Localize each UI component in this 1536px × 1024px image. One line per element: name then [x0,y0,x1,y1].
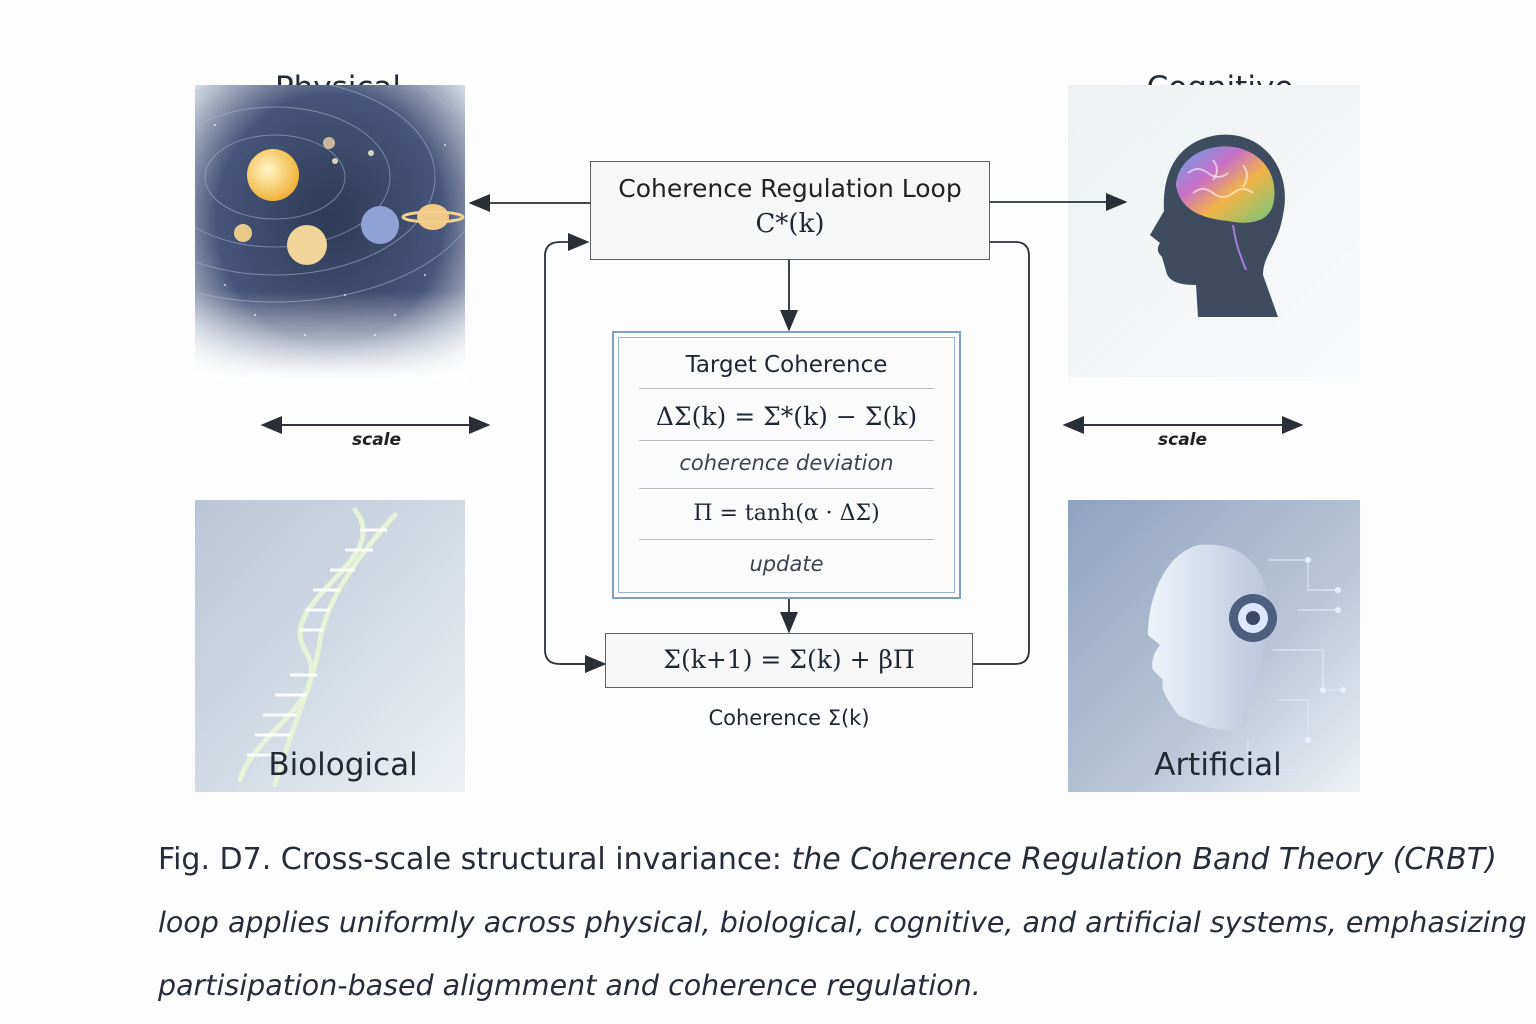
caption-line1: the Coherence Regulation Band Theory (CR… [791,842,1497,877]
state-box: Σ(k+1) = Σ(k) + βΠ [605,633,973,688]
scale-label-right: scale [1158,430,1208,450]
deviation-formula: ΔΣ(k) = Σ*(k) − Σ(k) [655,402,918,431]
figure-caption: Fig. D7. Cross-scale structural invarian… [158,828,1527,1017]
update-formula: Π = tanh(α · ΔΣ) [693,501,880,526]
loop-box: Coherence Regulation Loop C*(k) [590,161,990,260]
solar-system-image [195,85,465,380]
biological-title: Biological [268,747,418,783]
state-formula: Σ(k+1) = Σ(k) + βΠ [663,645,915,674]
scale-label-left: scale [352,430,402,450]
brain-head-image [1068,85,1360,377]
caption-line2: loop applies uniformly across physical, … [158,906,1527,939]
target-box: Target Coherence ΔΣ(k) = Σ*(k) − Σ(k) co… [612,331,961,599]
target-title: Target Coherence [685,352,888,378]
robot-head-image [1068,500,1360,792]
artificial-title: Artificial [1154,747,1282,783]
caption-lead: Fig. D7. Cross-scale structural invarian… [158,842,792,877]
loop-title: Coherence Regulation Loop [618,174,962,203]
state-label: Coherence Σ(k) [708,706,870,730]
caption-line3: partisipation-based aligmment and cohere… [158,969,981,1002]
update-label: update [749,552,824,576]
deviation-label: coherence deviation [679,451,894,475]
loop-formula: C*(k) [755,209,825,239]
dna-helix-image [195,500,465,792]
